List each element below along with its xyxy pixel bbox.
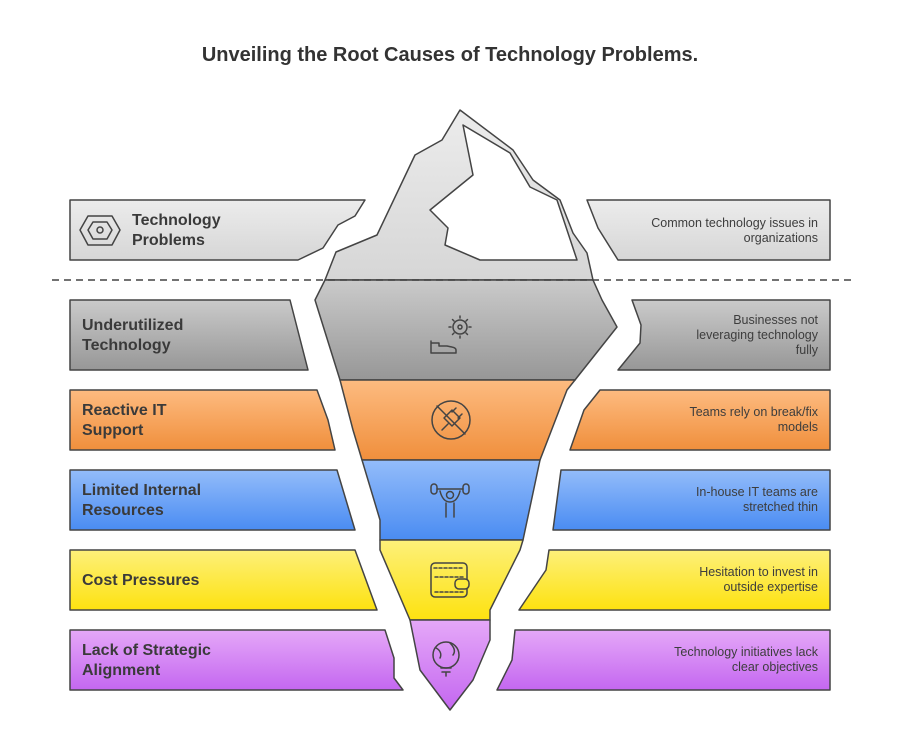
left-panel-technology-problems	[69, 199, 366, 261]
desc-limited-internal-resources: In-house IT teams are stretched thin	[695, 485, 818, 514]
left-panel-limited	[69, 469, 356, 531]
shoe-icon	[430, 340, 457, 354]
label-limited-internal-resources: Limited Internal Resources	[82, 482, 202, 519]
hexagon-nut-icon	[79, 215, 121, 246]
label-lack-of-strategic-alignment: Lack of Strategic Alignment	[82, 642, 211, 679]
desc-lack-of-strategic-alignment: Technology initiatives lack clear object…	[674, 645, 818, 674]
left-panel-cost	[69, 549, 378, 611]
left-panel-underutilized	[69, 299, 309, 371]
desc-underutilized-technology: Businesses not leveraging technology ful…	[696, 313, 818, 357]
right-panel-underutilized	[617, 299, 831, 371]
right-panel-limited	[552, 469, 831, 531]
label-cost-pressures: Cost Pressures	[82, 572, 200, 589]
label-technology-problems: Technology Problems	[132, 212, 221, 249]
desc-reactive-it-support: Teams rely on break/fix models	[689, 405, 818, 434]
label-underutilized-technology: Underutilized Technology	[82, 317, 184, 354]
gear-icon	[448, 315, 472, 339]
iceberg-band-yellow	[379, 539, 524, 621]
right-panel-reactive	[569, 389, 831, 451]
no-plug-icon	[431, 400, 471, 440]
left-panel-alignment	[69, 629, 404, 691]
weightlifter-icon	[430, 483, 470, 518]
iceberg-band-blue	[361, 459, 541, 541]
iceberg-snow	[429, 124, 578, 261]
page-title: Unveiling the Root Causes of Technology …	[201, 44, 699, 66]
label-reactive-it-support: Reactive IT Support	[82, 402, 167, 439]
globe-bulb-icon	[432, 641, 460, 677]
left-panel-reactive	[69, 389, 336, 451]
right-panel-alignment	[496, 629, 831, 691]
wallet-icon	[430, 562, 470, 598]
right-panel-cost	[518, 549, 831, 611]
desc-technology-problems: Common technology issues in organization…	[651, 216, 818, 245]
right-panel-technology-problems	[586, 199, 831, 261]
iceberg-band-purple	[409, 619, 491, 711]
desc-cost-pressures: Hesitation to invest in outside expertis…	[699, 565, 818, 594]
